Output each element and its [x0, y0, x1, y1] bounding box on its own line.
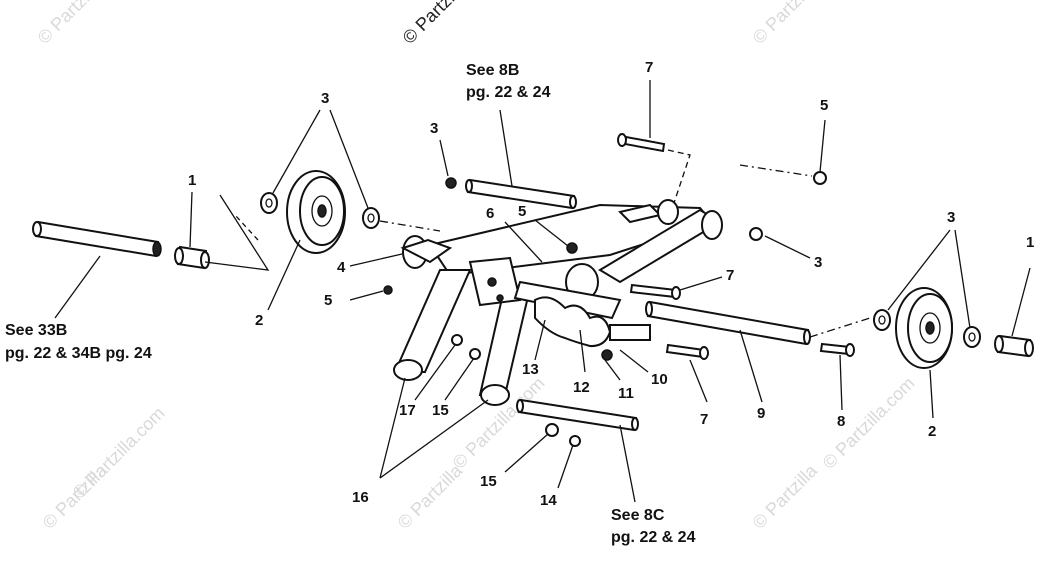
callout-3-top: 3: [430, 120, 438, 137]
callout-12: 12: [573, 379, 590, 396]
callout-numbers: 1 2 3 3 4 5 5 5 6 7 7 7 8 9 10 11 12 13 …: [188, 59, 1034, 509]
callout-3-right: 3: [814, 254, 822, 271]
callout-7-mid: 7: [726, 267, 734, 284]
callout-4: 4: [337, 259, 346, 276]
leader-lines: [54, 80, 1031, 503]
reference-notes: See 8B pg. 22 & 24 See 33B pg. 22 & 34B …: [5, 62, 696, 546]
right-spacer: [994, 334, 1034, 358]
callout-15-a: 15: [432, 402, 449, 419]
callout-17: 17: [399, 402, 416, 419]
side-arms: [393, 256, 532, 406]
watermark: © Partzilla: [749, 0, 822, 48]
callout-1-left: 1: [188, 172, 196, 189]
callout-13: 13: [522, 361, 539, 378]
suspension-frame: [383, 199, 763, 301]
left-spacer: [174, 245, 210, 270]
callout-2-left: 2: [255, 312, 263, 329]
callout-15-b: 15: [480, 473, 497, 490]
ref-33b-line2: pg. 22 & 34B pg. 24: [5, 345, 152, 362]
callout-5-mid: 5: [518, 203, 526, 220]
right-wheel-assembly: [873, 287, 981, 369]
middle-bolt: [629, 283, 681, 300]
watermark: © Partzilla.com: [399, 0, 499, 48]
watermark: © Partzilla: [34, 0, 107, 48]
callout-11: 11: [618, 385, 634, 402]
callout-5-left: 5: [324, 292, 332, 309]
right-long-shaft: [645, 300, 871, 346]
callout-7-top: 7: [645, 59, 653, 76]
callout-9: 9: [757, 405, 765, 422]
lower-shaft: [516, 398, 639, 447]
callout-3-right-lower: 3: [947, 209, 955, 226]
ref-33b-line1: See 33B: [5, 322, 67, 339]
callout-10: 10: [651, 371, 668, 388]
callout-8: 8: [837, 413, 845, 430]
watermark: © Partzilla: [749, 460, 822, 533]
ref-8c-line1: See 8C: [611, 507, 665, 524]
callout-16: 16: [352, 489, 369, 506]
ref-8b-line2: pg. 22 & 24: [466, 84, 551, 101]
callout-14: 14: [540, 492, 557, 509]
arm-bolt: [451, 334, 481, 360]
callout-7-low: 7: [700, 411, 708, 428]
right-bolt: [819, 342, 855, 357]
watermark: © Partzilla.com: [819, 373, 919, 473]
callout-6: 6: [486, 205, 494, 222]
ref-8b-line1: See 8B: [466, 62, 519, 79]
callout-5-top: 5: [820, 97, 828, 114]
callout-1-right: 1: [1026, 234, 1034, 251]
callout-3-left: 3: [321, 90, 329, 107]
upper-shaft: [445, 177, 577, 210]
watermark: © Partzilla: [39, 460, 112, 533]
callout-2-right: 2: [928, 423, 936, 440]
lower-bolt: [665, 343, 709, 360]
top-bolt: [617, 133, 827, 216]
left-wheel-assembly: [204, 170, 441, 271]
ref-8c-line2: pg. 22 & 24: [611, 529, 696, 546]
left-axle-shaft: [32, 220, 162, 258]
shock-spring: [513, 280, 651, 361]
watermark: © Partzilla: [394, 460, 467, 533]
